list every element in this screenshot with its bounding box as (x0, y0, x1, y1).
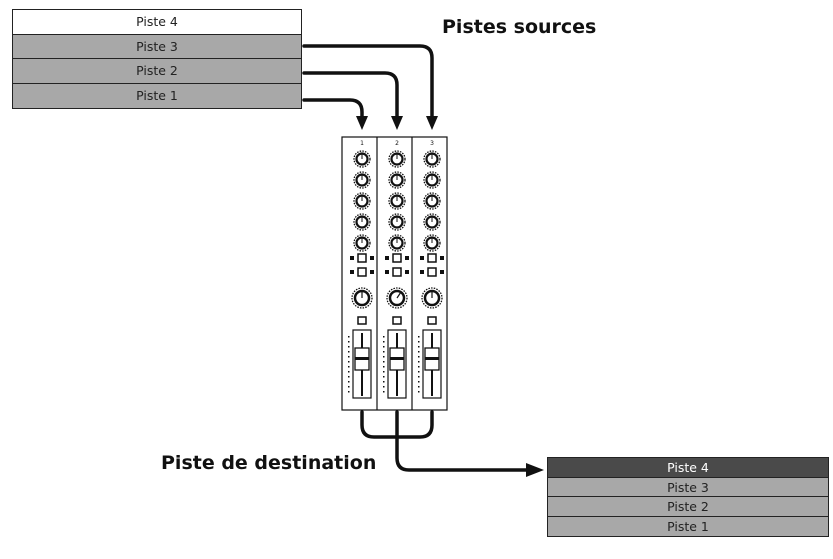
fader-scale-dot-icon (383, 336, 385, 338)
ch2-switch-2-icon (392, 267, 402, 277)
fader-scale-dot-icon (418, 376, 420, 378)
fader-scale-dot-icon (418, 381, 420, 383)
switch-led-icon (385, 256, 389, 260)
fader-scale-dot-icon (383, 391, 385, 393)
fader-scale-dot-icon (348, 361, 350, 363)
switch-led-icon (370, 270, 374, 274)
fader-scale-dot-icon (348, 386, 350, 388)
switch-led-icon (350, 270, 354, 274)
fader-cap-line-icon (425, 357, 439, 360)
ch2-on-button-icon (392, 316, 402, 325)
source-track-1: Piste 1 (12, 82, 302, 109)
switch-led-icon (440, 270, 444, 274)
channel-number-3: 3 (430, 140, 434, 147)
fader-scale-dot-icon (348, 356, 350, 358)
ch2-switch-1-icon (392, 253, 402, 263)
fader-scale-dot-icon (348, 376, 350, 378)
destination-label: Piste de destination (161, 452, 377, 474)
fader-scale-dot-icon (418, 386, 420, 388)
ch3-switch-2-icon (427, 267, 437, 277)
fader-scale-dot-icon (383, 346, 385, 348)
route-track-3-to-ch3 (302, 44, 434, 120)
fader-scale-dot-icon (383, 371, 385, 373)
switch-led-icon (405, 256, 409, 260)
fader-scale-dot-icon (383, 381, 385, 383)
mixer-strip: 1 2 3 (341, 136, 448, 411)
arrow-ch2 (391, 116, 403, 130)
fader-scale-dot-icon (348, 346, 350, 348)
arrow-ch1 (356, 116, 368, 130)
source-track-2: Piste 2 (12, 58, 302, 84)
switch-led-icon (370, 256, 374, 260)
fader-scale-dot-icon (418, 351, 420, 353)
fader-scale-dot-icon (418, 361, 420, 363)
fader-scale-dot-icon (418, 336, 420, 338)
switch-led-icon (420, 256, 424, 260)
fader-scale-dot-icon (348, 336, 350, 338)
arrow-ch3 (426, 116, 438, 130)
fader-scale-dot-icon (418, 391, 420, 393)
fader-scale-dot-icon (418, 341, 420, 343)
ch1-switch-1-icon (357, 253, 367, 263)
ch1-on-button-icon (357, 316, 367, 325)
channel-number-1: 1 (360, 140, 364, 147)
switch-led-icon (350, 256, 354, 260)
fader-scale-dot-icon (383, 351, 385, 353)
fader-cap-line-icon (355, 357, 369, 360)
fader-scale-dot-icon (418, 356, 420, 358)
fader-scale-dot-icon (383, 386, 385, 388)
fader-scale-dot-icon (348, 341, 350, 343)
fader-scale-dot-icon (383, 361, 385, 363)
fader-scale-dot-icon (418, 346, 420, 348)
fader-scale-dot-icon (348, 371, 350, 373)
fader-scale-dot-icon (383, 366, 385, 368)
ch1-switch-2-icon (357, 267, 367, 277)
channel-number-2: 2 (395, 140, 399, 147)
fader-cap-line-icon (390, 357, 404, 360)
switch-led-icon (385, 270, 389, 274)
fader-scale-dot-icon (348, 381, 350, 383)
source-track-stack: Piste 4 Piste 3 Piste 2 Piste 1 (12, 9, 302, 109)
source-track-4: Piste 4 (12, 9, 302, 35)
destination-track-stack: Piste 4 Piste 3 Piste 2 Piste 1 (547, 457, 829, 537)
ch3-switch-1-icon (427, 253, 437, 263)
fader-scale-dot-icon (348, 366, 350, 368)
fader-scale-dot-icon (348, 391, 350, 393)
fader-scale-dot-icon (348, 351, 350, 353)
fader-scale-dot-icon (383, 356, 385, 358)
route-track-2-to-ch2 (302, 71, 399, 120)
sources-label: Pistes sources (442, 16, 597, 38)
switch-led-icon (405, 270, 409, 274)
route-ch2-down (395, 410, 530, 472)
destination-track-1: Piste 1 (547, 515, 829, 537)
switch-led-icon (420, 270, 424, 274)
fader-scale-dot-icon (418, 366, 420, 368)
pan-pointer-icon (396, 291, 402, 299)
arrow-destination (526, 463, 544, 477)
route-track-1-to-ch1 (302, 98, 364, 120)
fader-scale-dot-icon (418, 371, 420, 373)
ch3-on-button-icon (427, 316, 437, 325)
switch-led-icon (440, 256, 444, 260)
fader-scale-dot-icon (383, 376, 385, 378)
fader-scale-dot-icon (383, 341, 385, 343)
